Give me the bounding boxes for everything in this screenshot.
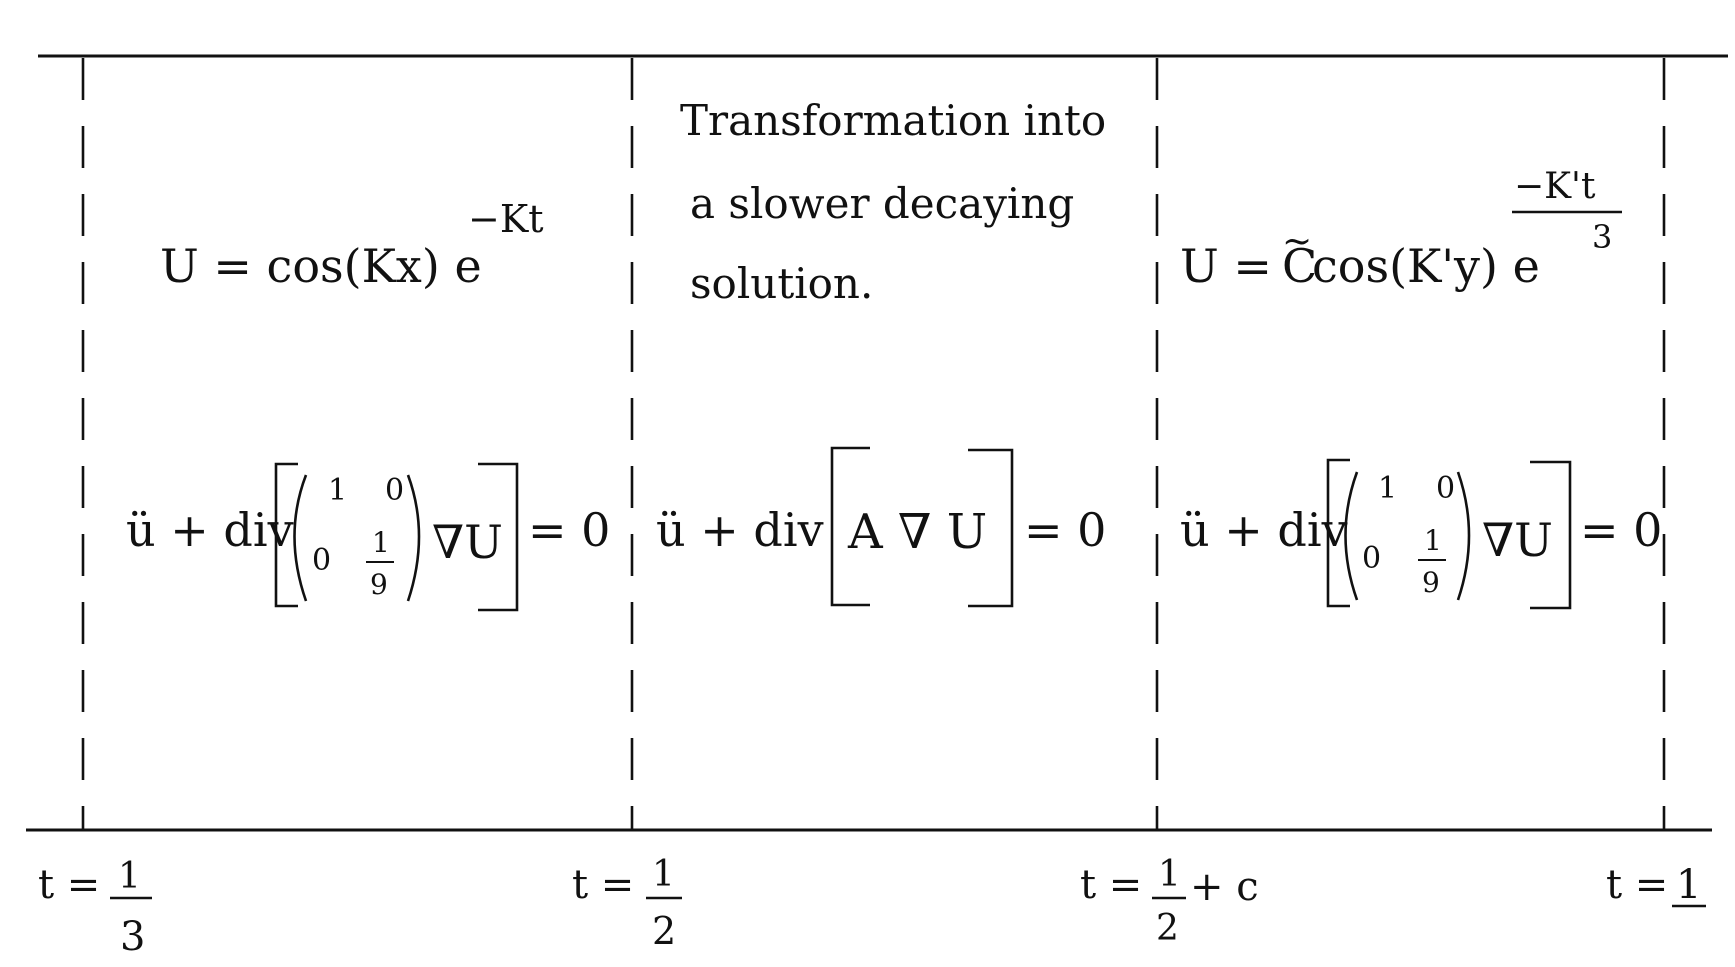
pde-right-m11: 1 bbox=[1378, 471, 1397, 506]
pde-left-paren-close bbox=[406, 474, 421, 602]
pde-left-m22-den: 9 bbox=[370, 568, 388, 601]
time-label-t12c-prefix: t = bbox=[1080, 862, 1142, 908]
pde-left-equals-zero: = 0 bbox=[528, 503, 610, 557]
time-label-t12-num: 1 bbox=[652, 854, 675, 895]
pde-middle-bracket-close bbox=[968, 448, 1014, 608]
region3-tilde: ~ bbox=[1282, 221, 1312, 262]
region1-solution: U = cos(Kx) e −Kt bbox=[160, 197, 544, 293]
time-label-t12c-num: 1 bbox=[1158, 854, 1181, 895]
pde-middle: ü + div A ∇ U = 0 bbox=[656, 446, 1106, 608]
time-label-t1: t = 1 bbox=[1606, 862, 1706, 908]
pde-left-bracket-close bbox=[478, 462, 519, 612]
transformation-annotation: Transformation into a slower decaying so… bbox=[680, 96, 1106, 308]
time-label-t12-prefix: t = bbox=[572, 862, 634, 908]
time-label-t12c: t = 1 2 + c bbox=[1080, 854, 1259, 949]
time-label-t12-den: 2 bbox=[652, 909, 676, 953]
region3-solution-rest: cos(K'y) e bbox=[1312, 239, 1540, 293]
region1-solution-exponent: −Kt bbox=[468, 197, 544, 241]
pde-right-nabla-u: ∇U bbox=[1482, 513, 1553, 567]
time-label-t12: t = 1 2 bbox=[572, 854, 682, 953]
pde-right-equals-zero: = 0 bbox=[1580, 503, 1662, 557]
pde-right-paren-open bbox=[1344, 471, 1359, 601]
annotation-line-2: a slower decaying bbox=[690, 179, 1074, 228]
annotation-line-3: solution. bbox=[690, 259, 873, 308]
pde-left-nabla-u: ∇U bbox=[432, 515, 503, 569]
pde-left-m12: 0 bbox=[385, 473, 404, 508]
time-label-t1-prefix: t = bbox=[1606, 862, 1668, 908]
pde-left-m22-num: 1 bbox=[372, 526, 390, 559]
time-label-t13: t = 1 3 bbox=[38, 856, 152, 960]
region3-exponent-denominator: 3 bbox=[1592, 218, 1612, 256]
pde-right-prefix: ü + div bbox=[1180, 503, 1348, 557]
pde-left: ü + div 1 0 0 1 9 ∇U = 0 bbox=[126, 462, 610, 612]
pde-left-m21: 0 bbox=[312, 543, 331, 578]
region3-solution-lhs: U = bbox=[1180, 239, 1272, 293]
time-label-t13-den: 3 bbox=[120, 914, 145, 960]
pde-left-bracket-open bbox=[274, 462, 298, 608]
time-label-t12c-den: 2 bbox=[1156, 908, 1179, 949]
time-label-t12c-suffix: + c bbox=[1190, 864, 1259, 910]
pde-middle-prefix: ü + div bbox=[656, 503, 824, 557]
pde-right-bracket-open bbox=[1326, 458, 1350, 608]
pde-right-m22-den: 9 bbox=[1422, 566, 1440, 599]
region1-solution-base: U = cos(Kx) e bbox=[160, 239, 482, 293]
pde-right-bracket-close bbox=[1530, 460, 1572, 610]
pde-middle-bracket-open bbox=[830, 446, 870, 607]
pde-right-paren-close bbox=[1456, 471, 1471, 601]
time-label-t13-num: 1 bbox=[118, 856, 141, 897]
pde-left-prefix: ü + div bbox=[126, 503, 294, 557]
time-label-t13-prefix: t = bbox=[38, 862, 100, 908]
pde-right-m12: 0 bbox=[1436, 471, 1455, 506]
time-label-t1-num: 1 bbox=[1676, 862, 1701, 908]
region3-c-symbol: C bbox=[1282, 239, 1317, 293]
region3-exponent-numerator: −K't bbox=[1514, 166, 1596, 207]
pde-left-m11: 1 bbox=[328, 473, 347, 508]
pde-middle-equals-zero: = 0 bbox=[1024, 503, 1106, 557]
pde-right-m22-num: 1 bbox=[1424, 524, 1442, 557]
pde-middle-inner: A ∇ U bbox=[847, 504, 987, 560]
pde-left-paren-open bbox=[293, 474, 308, 602]
region3-solution: U = ~ C cos(K'y) e −K't 3 bbox=[1180, 166, 1622, 293]
annotation-line-1: Transformation into bbox=[680, 96, 1106, 145]
pde-right-m21: 0 bbox=[1362, 541, 1381, 576]
pde-right: ü + div 1 0 0 1 9 ∇U = 0 bbox=[1180, 458, 1662, 610]
